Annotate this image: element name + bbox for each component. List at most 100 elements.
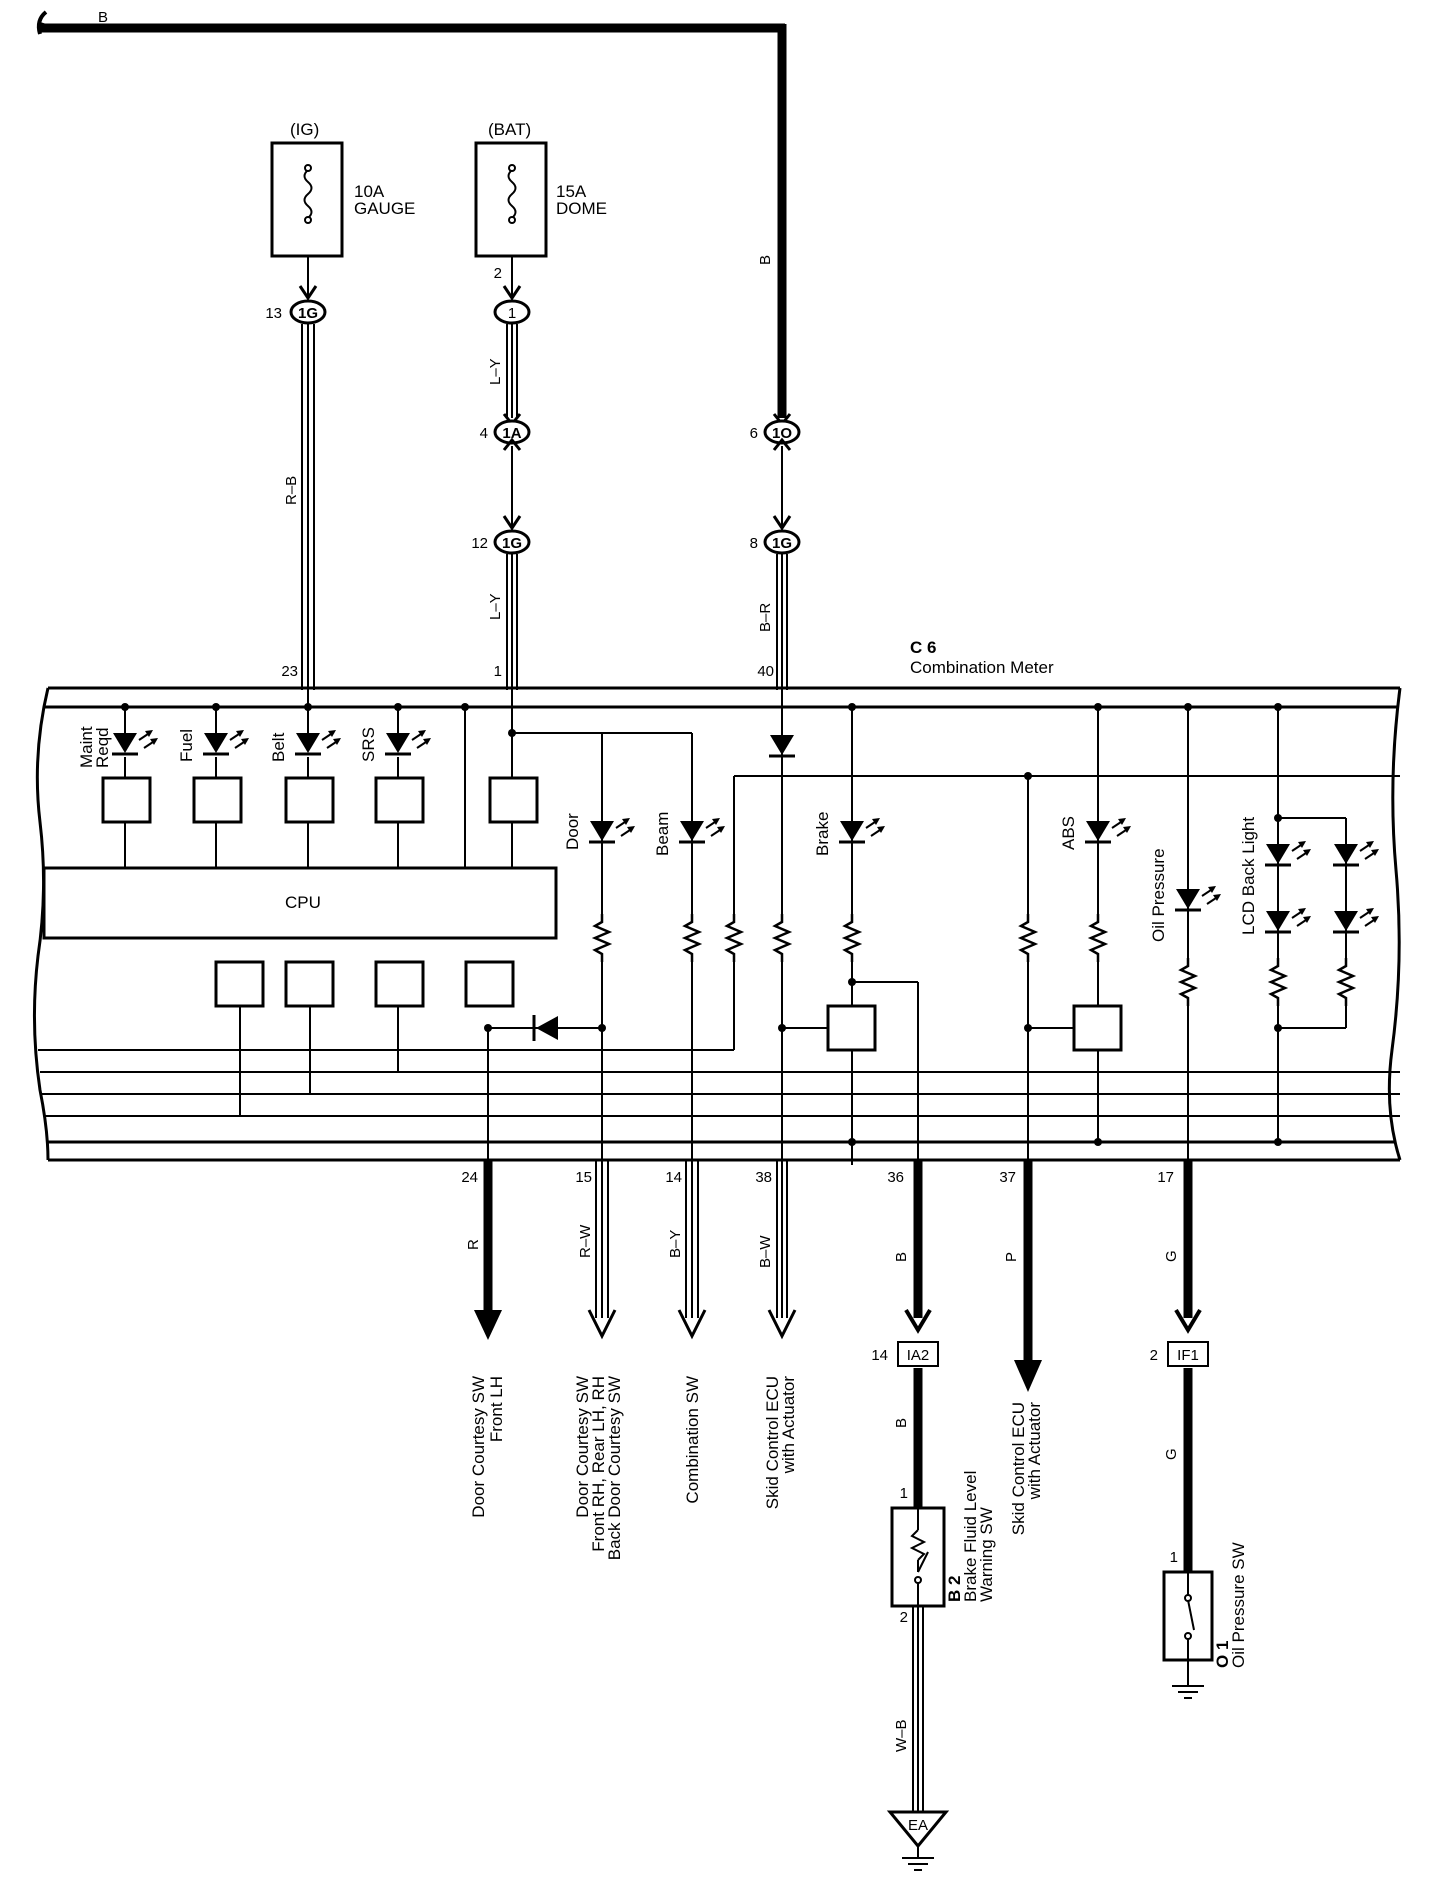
led-srs [383,728,433,756]
combination-meter: C 6 Combination Meter 23 1 40 [32,638,1402,1186]
svg-text:R–W: R–W [577,1224,594,1258]
svg-text:with Actuator: with Actuator [1025,1402,1044,1501]
connector-1g-12: 1G 12 [471,529,531,555]
svg-text:B 2: B 2 [945,1576,964,1602]
svg-text:LCD Back Light: LCD Back Light [1239,817,1258,935]
fuse-gauge-name: GAUGE [354,199,415,218]
svg-text:1: 1 [508,305,516,322]
svg-text:37: 37 [999,1169,1016,1186]
svg-text:Warning SW: Warning SW [977,1507,996,1602]
led-oil-pressure [1173,884,1223,912]
svg-text:4: 4 [480,425,488,442]
oil-pressure-switch: 1 O 1 Oil Pressure SW [1162,1542,1248,1668]
cpu-block: CPU [42,866,558,940]
led-lcd-4 [1331,906,1381,934]
diode-door [488,1015,602,1041]
ground-o1 [1172,1685,1204,1699]
led-lcd-2 [1331,839,1381,867]
lower-wire-labels: R R–W B–Y B–W B P G B G W–B [465,1224,1180,1752]
fuse-gauge-source: (IG) [290,120,319,139]
svg-text:Door: Door [563,813,582,850]
svg-text:Skid Control ECU: Skid Control ECU [763,1376,782,1509]
svg-text:W–B: W–B [893,1719,910,1752]
svg-text:P: P [1003,1252,1020,1262]
svg-text:Back Door Courtesy SW: Back Door Courtesy SW [605,1376,624,1560]
svg-text:IA2: IA2 [907,1347,930,1364]
svg-text:B–Y: B–Y [667,1230,684,1258]
svg-text:1: 1 [494,663,502,680]
fuse-dome-name: DOME [556,199,607,218]
ground-ea: EA [886,1810,950,1871]
meter-name: Combination Meter [910,658,1054,677]
svg-text:B: B [893,1418,910,1428]
fuse-gauge-rating: 10A [354,182,385,201]
svg-text:IF1: IF1 [1177,1347,1199,1364]
svg-text:Fuel: Fuel [177,729,196,762]
svg-text:Belt: Belt [269,732,288,762]
meter-code: C 6 [910,638,936,657]
svg-text:24: 24 [461,1169,478,1186]
led-brake [837,816,887,844]
svg-text:Door Courtesy SW: Door Courtesy SW [573,1376,592,1518]
battery-wire: B B [36,9,787,418]
led-door [587,816,637,844]
svg-text:14: 14 [665,1169,682,1186]
svg-text:1: 1 [900,1485,908,1502]
svg-text:Front LH: Front LH [487,1376,506,1442]
svg-text:with Actuator: with Actuator [779,1376,798,1475]
svg-text:2: 2 [1150,1347,1158,1364]
led-lcd-1 [1263,839,1313,867]
connector-1g-13: 1G 13 [265,299,327,325]
brake-fluid-level-switch: 1 2 B 2 Brake Fluid Level Warning SW [890,1471,996,1626]
svg-text:B–R: B–R [757,603,774,632]
fuse-gauge: (IG) 10A GAUGE [270,120,415,258]
svg-text:ABS: ABS [1059,816,1078,850]
svg-text:1A: 1A [502,425,521,442]
svg-text:Skid Control ECU: Skid Control ECU [1009,1402,1028,1535]
fuse-dome-rating: 15A [556,182,587,201]
led-fuel [201,728,251,756]
svg-text:6: 6 [750,425,758,442]
svg-text:12: 12 [471,535,488,552]
svg-text:R–B: R–B [283,476,300,505]
lower-wiring [474,1160,1202,1812]
led-beam [677,816,727,844]
connector-1-2: 2 1 [493,265,531,325]
led-abs [1083,816,1133,844]
cpu-label: CPU [285,893,321,912]
connector-1a-4: 1A 4 [480,413,531,451]
svg-text:Combination SW: Combination SW [683,1376,702,1504]
svg-text:Maint: Maint [77,726,96,768]
svg-text:1O: 1O [772,425,792,442]
svg-text:Beam: Beam [653,812,672,856]
svg-text:14: 14 [871,1347,888,1364]
led-belt [293,728,343,756]
svg-text:Brake: Brake [813,812,832,856]
connector-1o-6: 1O 6 [750,413,801,451]
fuse-dome-source: (BAT) [488,120,531,139]
meter-bottom-pins: 24 15 14 38 36 37 17 [461,1169,1174,1186]
diode-40 [769,735,795,758]
svg-text:L–Y: L–Y [487,358,504,385]
svg-text:Oil Pressure: Oil Pressure [1149,848,1168,942]
svg-text:EA: EA [908,1817,928,1834]
svg-text:Brake Fluid Level: Brake Fluid Level [961,1471,980,1602]
svg-text:36: 36 [887,1169,904,1186]
svg-text:1G: 1G [502,535,522,552]
svg-text:8: 8 [750,535,758,552]
svg-text:38: 38 [755,1169,772,1186]
fuse-dome: (BAT) 15A DOME [474,120,607,258]
connector-ia2: IA2 14 [871,1341,939,1367]
svg-text:Oil Pressure SW: Oil Pressure SW [1229,1542,1248,1668]
led-maint-reqd [110,728,160,756]
svg-text:2: 2 [900,1609,908,1626]
svg-text:Door Courtesy SW: Door Courtesy SW [469,1376,488,1518]
svg-text:23: 23 [281,663,298,680]
svg-text:L–Y: L–Y [487,593,504,620]
svg-text:2: 2 [494,265,502,282]
upper-wiring [298,256,792,690]
svg-text:R: R [465,1239,482,1250]
wire-color-right: B [757,255,774,265]
upper-wire-labels: R–B L–Y L–Y B–R [283,358,774,632]
